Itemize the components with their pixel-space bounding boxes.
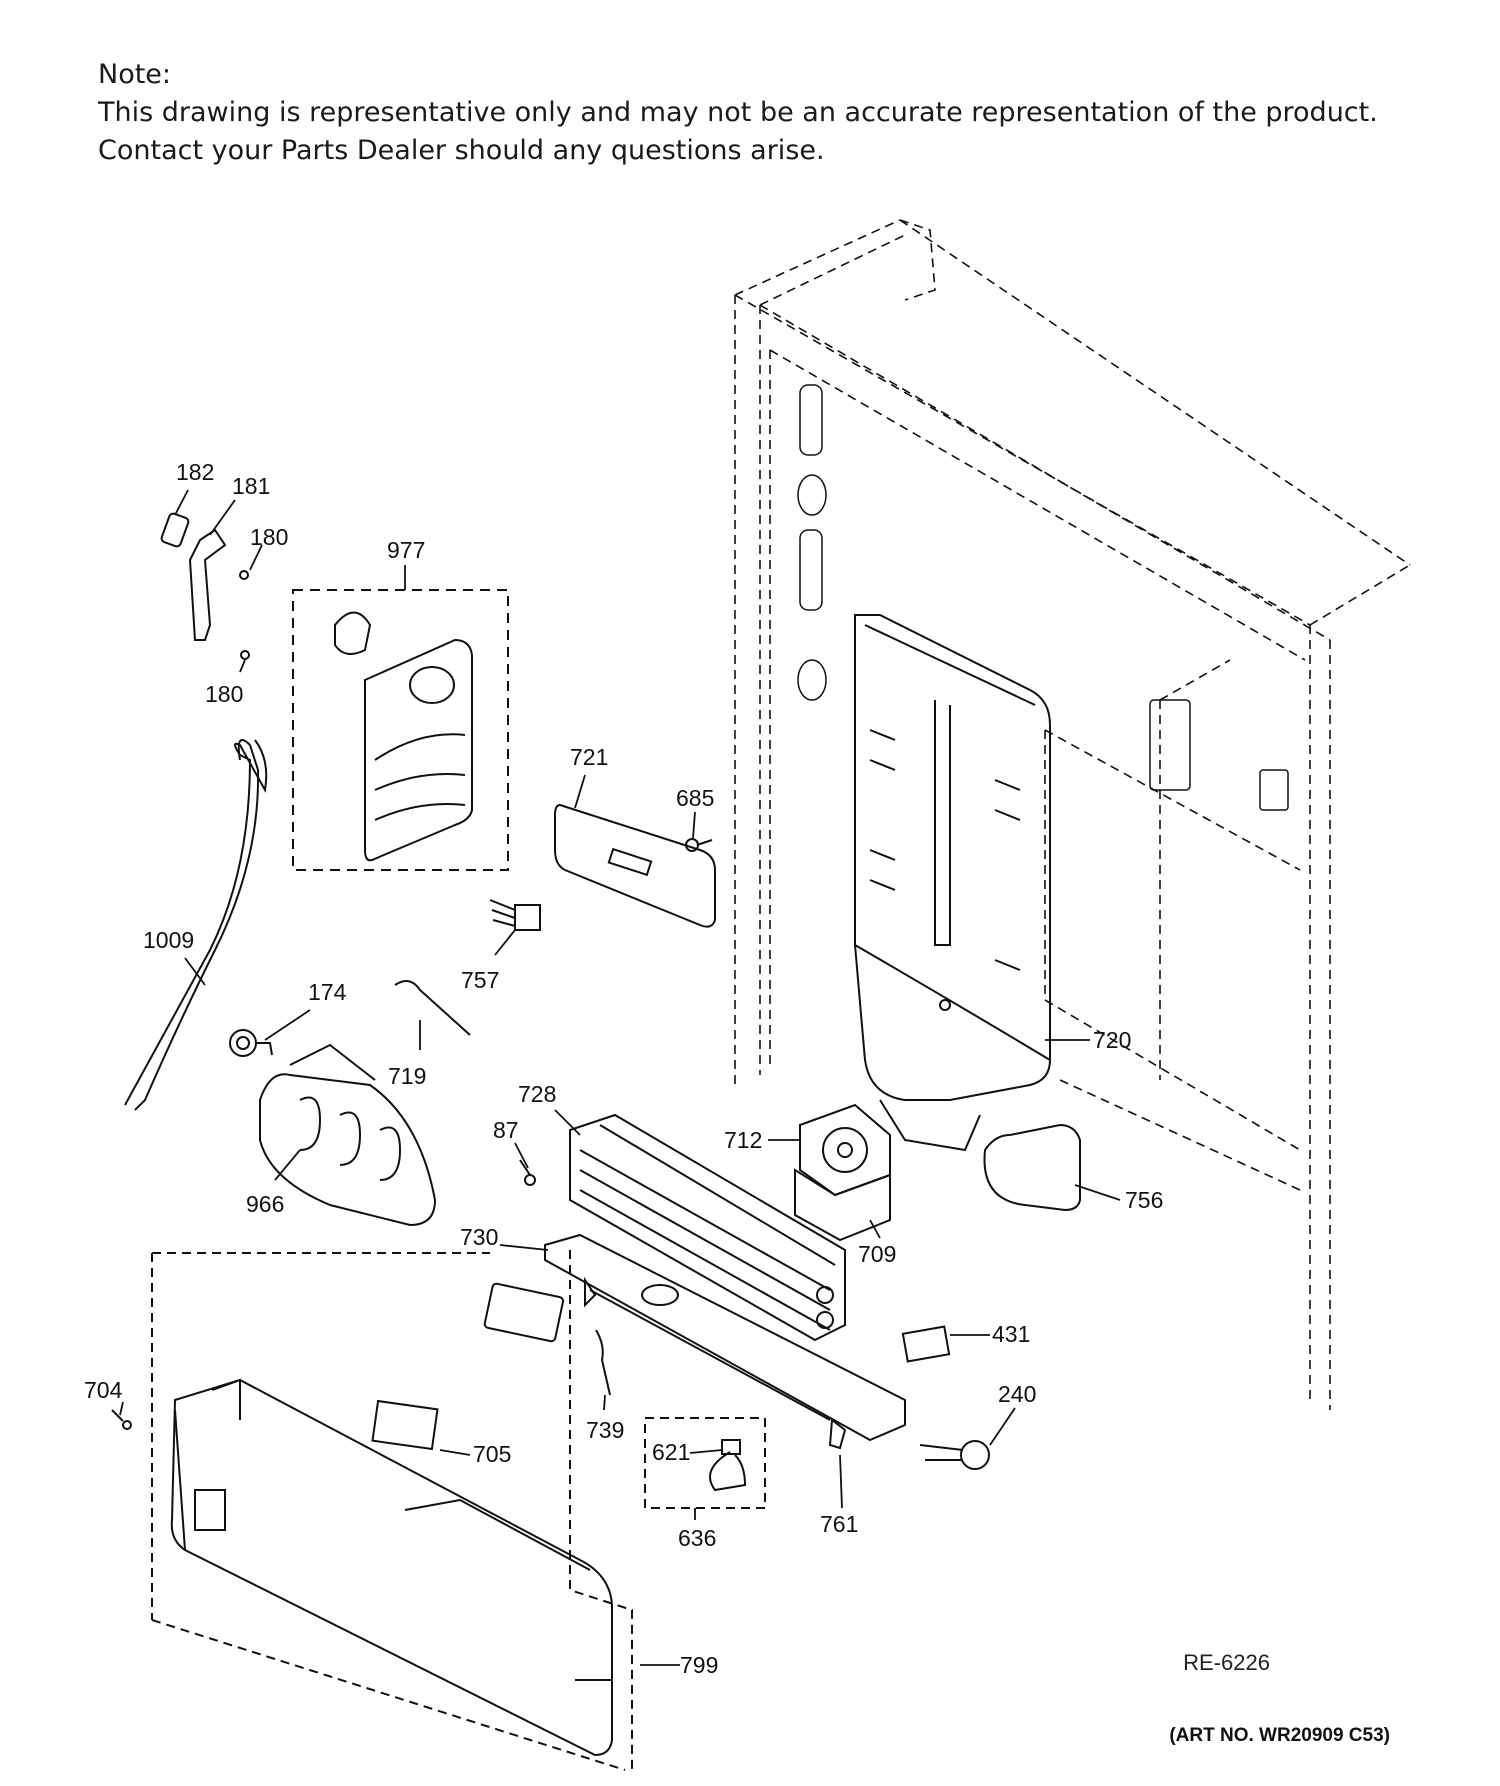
part-431-pad: [901, 1325, 951, 1363]
label-621[interactable]: 621: [652, 1439, 690, 1465]
part-labels: 182 181 180 180 977 721 685 1009 757 174…: [84, 459, 1163, 1678]
label-431[interactable]: 431: [992, 1321, 1030, 1347]
part-704-screw: [111, 1409, 132, 1430]
label-709[interactable]: 709: [858, 1241, 896, 1267]
label-704[interactable]: 704: [84, 1377, 123, 1403]
part-87-screw: [519, 1159, 536, 1186]
part-181-bracket: [188, 528, 227, 641]
part-182-switch: [160, 512, 190, 548]
label-181[interactable]: 181: [232, 473, 270, 499]
label-728[interactable]: 728: [518, 1081, 556, 1107]
label-174[interactable]: 174: [308, 979, 347, 1005]
label-739[interactable]: 739: [586, 1417, 624, 1443]
note-line-2: Contact your Parts Dealer should any que…: [98, 135, 825, 166]
part-739-wire: [584, 1276, 611, 1396]
label-721[interactable]: 721: [570, 744, 608, 770]
part-621-clip: [709, 1439, 747, 1492]
label-685[interactable]: 685: [676, 785, 714, 811]
label-977[interactable]: 977: [387, 537, 425, 563]
part-240-thermostat: [919, 1440, 990, 1470]
leader-lines: [119, 489, 1121, 1666]
part-709-fan-housing: [794, 1168, 891, 1242]
part-685-screw: [685, 838, 713, 852]
part-705-label: [371, 1399, 439, 1451]
part-756-duct: [983, 1123, 1081, 1212]
label-712[interactable]: 712: [724, 1127, 762, 1153]
part-799-control-box: [151, 1250, 633, 1771]
disclaimer-note: Note: This drawing is representative onl…: [98, 56, 1378, 170]
label-730[interactable]: 730: [460, 1224, 498, 1250]
part-761-clip: [589, 1289, 847, 1450]
label-182[interactable]: 182: [176, 459, 214, 485]
label-636[interactable]: 636: [678, 1525, 716, 1551]
part-728-evaporator: [569, 1113, 846, 1342]
label-966[interactable]: 966: [246, 1191, 284, 1217]
part-1009-tube-inner: [134, 739, 260, 1111]
label-720[interactable]: 720: [1093, 1027, 1131, 1053]
label-799[interactable]: 799: [680, 1652, 718, 1678]
part-757-connector: [489, 899, 541, 931]
part-977-dispenser-cover: [334, 611, 473, 862]
label-180-bottom[interactable]: 180: [205, 681, 243, 707]
part-730-drain-tray: [544, 1233, 906, 1442]
part-636-kit-box: [644, 1417, 766, 1509]
note-heading: Note:: [98, 59, 172, 90]
label-719[interactable]: 719: [388, 1063, 426, 1089]
label-240[interactable]: 240: [998, 1381, 1036, 1407]
cabinet-outline: [734, 219, 1411, 1410]
label-87[interactable]: 87: [493, 1117, 519, 1143]
label-1009[interactable]: 1009: [143, 927, 194, 953]
art-number: (ART NO. WR20909 C53): [1169, 1725, 1390, 1746]
part-small-bracket: [483, 1282, 565, 1343]
part-721-panel: [554, 803, 716, 928]
cabinet-vents: [797, 384, 1289, 811]
part-174-knob: [229, 1029, 273, 1057]
label-705[interactable]: 705: [473, 1441, 511, 1467]
part-180-screw: [239, 570, 250, 660]
reference-code: RE-6226: [1183, 1650, 1270, 1675]
part-977-dispenser-box: [292, 589, 509, 871]
part-966-heater: [259, 1043, 437, 1227]
part-719-tube: [394, 980, 471, 1036]
label-761[interactable]: 761: [820, 1511, 858, 1537]
part-1009-tube: [124, 739, 268, 1106]
label-180-top[interactable]: 180: [250, 524, 288, 550]
part-720-evaporator-cover: [854, 614, 1051, 1152]
label-757[interactable]: 757: [461, 967, 499, 993]
label-756[interactable]: 756: [1125, 1187, 1163, 1213]
note-line-1: This drawing is representative only and …: [98, 97, 1378, 128]
